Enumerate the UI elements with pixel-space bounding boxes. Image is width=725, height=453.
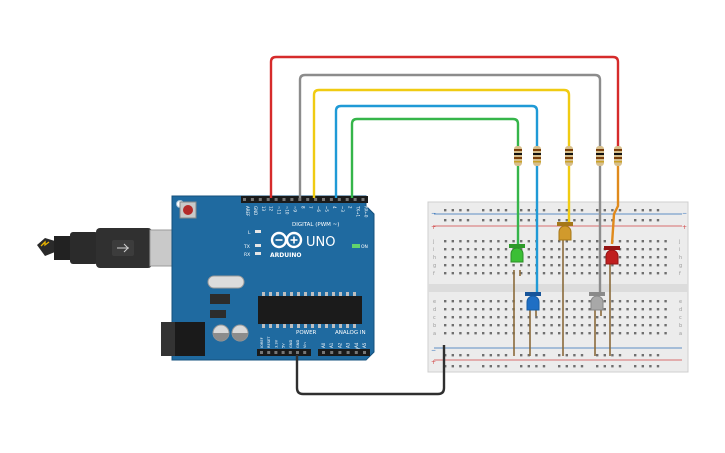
digital-pin-label: ~6 (316, 206, 321, 212)
row-letter: b (679, 323, 682, 329)
digital-pin-label: ~5 (324, 206, 329, 212)
row-letter: j (678, 239, 680, 245)
led-blue (525, 292, 541, 311)
digital-header (241, 196, 368, 203)
analog-pin-label: A1 (329, 342, 334, 348)
led-red (604, 246, 620, 265)
wire-blue (334, 104, 539, 198)
analog-pin-label: A5 (362, 342, 367, 348)
wire-gray (298, 73, 602, 198)
digital-pin-label: TX→1 (356, 205, 361, 218)
svg-text:+: + (431, 224, 436, 231)
svg-text:−: − (682, 210, 687, 217)
rx-label: RX (244, 252, 250, 258)
resistor-5 (614, 146, 622, 166)
digital-pin-label: RX←0 (364, 206, 369, 218)
leds (509, 222, 620, 311)
row-letter: i (433, 247, 434, 253)
digital-pin-label: 12 (269, 206, 274, 212)
tx-label: TX (243, 244, 250, 250)
digital-pin-label: 7 (308, 206, 313, 209)
analog-pin-label: A3 (346, 342, 351, 348)
power-pin-label: GND (289, 340, 293, 348)
wire-green (350, 117, 520, 198)
row-letter: e (433, 299, 436, 305)
row-letter: i (679, 247, 680, 253)
digital-pin-label: AREF (245, 206, 250, 217)
analog-pin-label: A4 (354, 342, 359, 348)
row-letter: a (433, 331, 436, 337)
digital-pin-label: ~9 (292, 206, 297, 212)
digital-label: DIGITAL (PWM ~) (292, 222, 339, 228)
row-letter: h (433, 255, 436, 261)
power-pin-label: RESET (267, 336, 271, 348)
arduino-logo-icon (270, 231, 303, 249)
power-pin-label: GND (296, 340, 300, 348)
power-pin-label: Vin (303, 342, 307, 348)
wires (269, 55, 620, 396)
digital-pin-label: 2 (348, 206, 353, 209)
analog-pin-label: A2 (337, 342, 342, 348)
analog-label: ANALOG IN (335, 330, 366, 336)
power-pin-label: IOREF (260, 337, 264, 348)
row-letter: f (433, 271, 435, 277)
wire-yellow (312, 88, 571, 198)
board-model: UNO (306, 235, 335, 250)
resistor-4 (596, 146, 604, 166)
on-label: ON (361, 244, 368, 250)
digital-pin-label: 8 (300, 206, 305, 209)
wire-red (269, 55, 620, 198)
row-letter: f (679, 271, 681, 277)
resistor-3 (565, 146, 573, 166)
digital-pin-label: ~3 (340, 206, 345, 212)
led-green (509, 244, 525, 263)
row-letter: e (679, 299, 682, 305)
led-white (589, 292, 605, 311)
digital-pin-label: 13 (261, 206, 266, 212)
row-letter: a (679, 331, 682, 337)
digital-pin-label: GND (253, 206, 258, 215)
power-pin-label: 3.3V (274, 339, 278, 348)
row-letter: d (679, 307, 682, 313)
digital-pin-label: ~11 (277, 206, 282, 215)
digital-pin-label: ~10 (285, 206, 290, 215)
digital-pin-label: 4 (332, 206, 337, 209)
board-brand: ARDUINO (270, 252, 301, 259)
row-letter: g (679, 263, 682, 269)
resistor-2 (533, 146, 541, 166)
row-letter: j (432, 239, 434, 245)
svg-text:+: + (431, 359, 436, 366)
l-led-label: L (248, 230, 251, 236)
analog-header (318, 349, 370, 356)
analog-pin-label: A0 (321, 342, 326, 348)
row-letter: c (433, 315, 436, 321)
wire-ground (295, 345, 446, 396)
atmega-chip (258, 296, 362, 324)
resistors (514, 146, 622, 166)
row-letter: c (679, 315, 682, 321)
svg-text:+: + (682, 224, 687, 231)
row-letter: d (433, 307, 436, 313)
led-yellow (557, 222, 573, 241)
resistor-1 (514, 146, 522, 166)
svg-text:−: − (431, 347, 436, 354)
row-letter: h (679, 255, 682, 261)
svg-text:−: − (431, 210, 436, 217)
led-legs (513, 240, 611, 356)
row-letter: g (433, 263, 436, 269)
power-pin-label: 5V (282, 343, 286, 348)
power-label: POWER (296, 330, 317, 336)
row-letter: b (433, 323, 436, 329)
on-led (352, 244, 360, 248)
